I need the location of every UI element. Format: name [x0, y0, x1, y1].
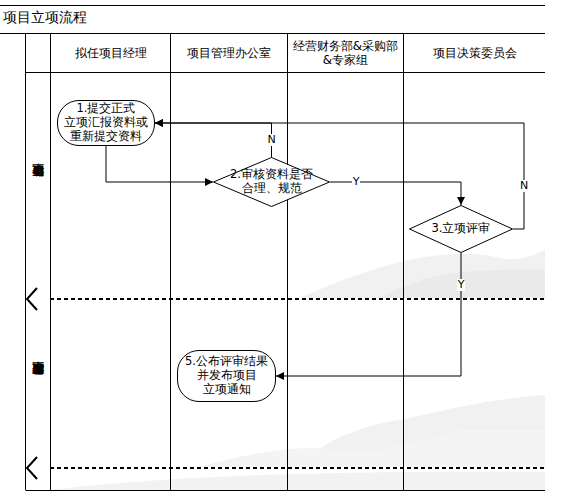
phase-band: 项目立项评审结果发布阶段 5.公布评审结果 并发布项目 立项通知	[26, 300, 545, 467]
frame-line	[0, 33, 545, 34]
lane-header: 项目决策委员会	[404, 34, 545, 72]
frame-line	[26, 72, 546, 73]
flow-connector	[276, 253, 461, 376]
dashed-separator	[50, 467, 545, 469]
flow-connector	[155, 123, 524, 229]
phase-separator	[27, 288, 545, 479]
diamond-shape	[410, 206, 513, 253]
frame-line	[0, 5, 545, 6]
lane-header: 项目管理办公室	[171, 34, 287, 72]
frame-line	[403, 34, 404, 491]
watermark-mountain	[380, 270, 545, 298]
ink-landscape-watermark	[50, 250, 545, 490]
phase-label-cell: 项目立项评审结果发布阶段	[26, 300, 51, 467]
diagram-title: 项目立项流程	[3, 9, 87, 27]
frame-line	[287, 34, 288, 491]
frame-line	[50, 34, 51, 491]
flow-connector	[330, 182, 461, 205]
node-text: 2.审核资料是否 合理、规范	[227, 168, 317, 196]
swimlane-frame	[0, 6, 545, 491]
node-text: 1.提交正式 立项汇报资料或 重新提交资料	[60, 102, 152, 143]
frame-line	[26, 490, 546, 491]
frame-line	[170, 34, 171, 491]
decision-diamond: 3.立项评审	[409, 205, 513, 253]
lane-title: 项目决策委员会	[433, 46, 517, 60]
frame-line	[25, 34, 26, 491]
lane-title: 拟任项目经理	[75, 46, 147, 60]
dashed-separator	[50, 298, 545, 300]
flow-connector	[155, 123, 272, 157]
watermark-mountain	[200, 430, 545, 467]
lane-header: 拟任项目经理	[51, 34, 170, 72]
edge-label: Y	[457, 279, 466, 291]
diamond-shape	[214, 158, 330, 207]
process-box: 1.提交正式 立项汇报资料或 重新提交资料	[57, 100, 155, 146]
watermark-mountain	[50, 472, 545, 490]
node-text: 3.立项评审	[421, 222, 501, 236]
decision-diamond: 2.审核资料是否 合理、规范	[213, 157, 330, 207]
phase-chevron	[27, 288, 37, 310]
flow-connector	[106, 146, 213, 182]
watermark-mountain	[300, 250, 545, 298]
lane-title: 经营财务部&采购部 &专家组	[288, 39, 403, 68]
edge-label: N	[519, 180, 529, 192]
phase-band: 项目立项评审阶段 1.提交正式 立项汇报资料或 重新提交资料 2.审核资料是否 合理…	[26, 73, 545, 298]
node-text: 5.公布评审结果 并发布项目 立项通知	[182, 355, 272, 396]
phase-chevron	[27, 457, 37, 479]
phase-label-cell: 项目立项评审阶段	[26, 73, 51, 298]
edge-label: N	[266, 134, 276, 146]
process-box: 5.公布评审结果 并发布项目 立项通知	[177, 350, 276, 402]
lane-title: 项目管理办公室	[187, 46, 271, 60]
lane-header: 经营财务部&采购部 &专家组	[288, 34, 403, 72]
edge-label: Y	[352, 176, 361, 188]
